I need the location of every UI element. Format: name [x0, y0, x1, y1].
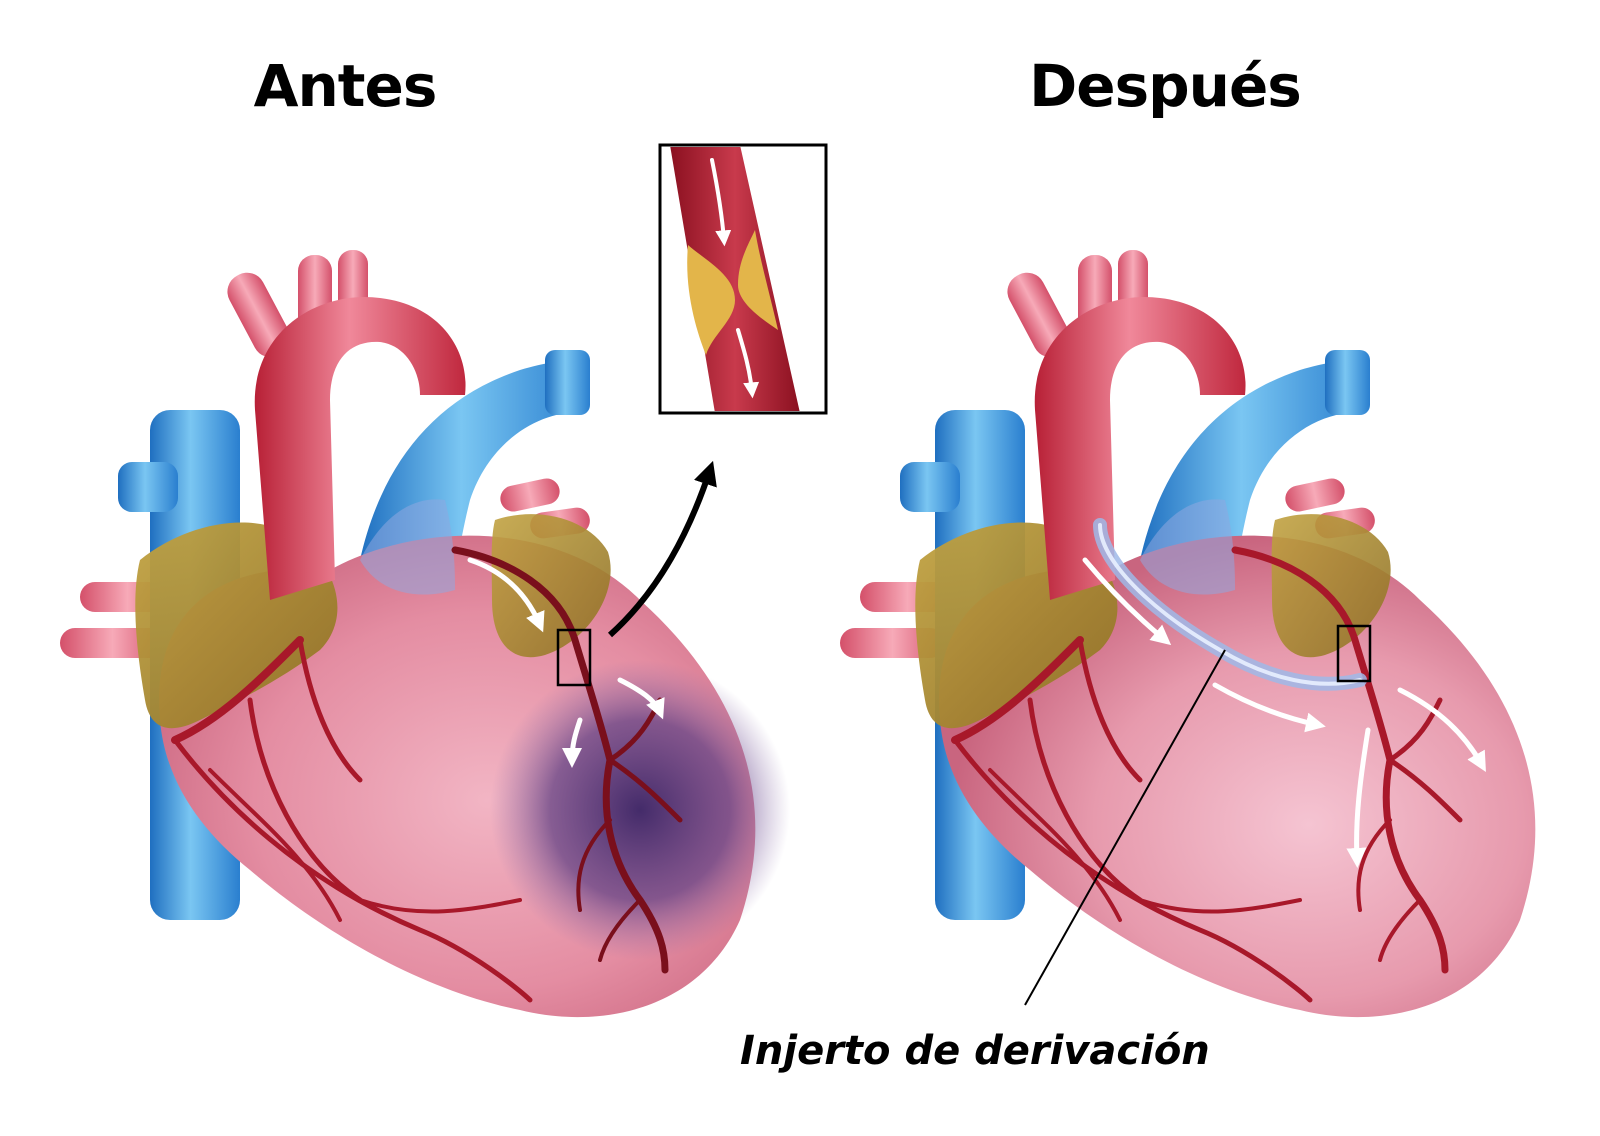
- ischemic-area: [490, 660, 790, 960]
- aorta: [1007, 250, 1246, 600]
- zoom-arrow: [607, 460, 717, 638]
- plaque-right: [738, 230, 778, 330]
- flow-arrows-after: [1082, 557, 1486, 868]
- artery-inset: [658, 143, 828, 415]
- plaque-left: [687, 245, 735, 355]
- graft-leader-line: [1024, 649, 1226, 1006]
- left-atrium: [1271, 514, 1391, 658]
- title-after: Después: [1029, 52, 1302, 120]
- title-before: Antes: [253, 52, 438, 120]
- blockage-marker: [556, 628, 592, 687]
- heart-after: [840, 250, 1536, 1018]
- flow-arrows-before: [467, 557, 665, 768]
- heart-before: [60, 250, 790, 1018]
- bypass-graft-label: Injerto de derivación: [740, 1028, 1210, 1074]
- blockage-marker: [1336, 624, 1372, 683]
- coronary-arteries: [171, 636, 533, 1003]
- left-atrium: [491, 514, 611, 658]
- coronary-arteries: [951, 636, 1313, 1003]
- aorta: [227, 250, 466, 600]
